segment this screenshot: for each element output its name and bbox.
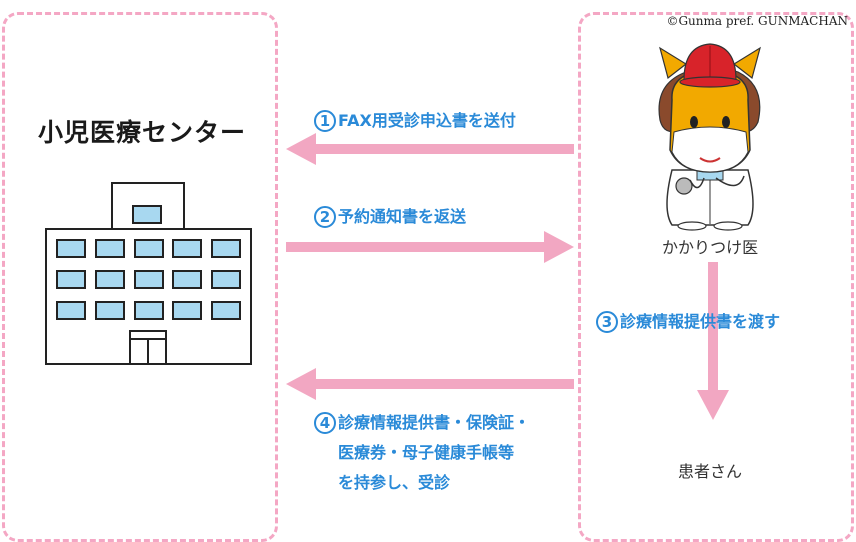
- gunmachan-doctor-icon: [658, 43, 761, 231]
- hospital-title: 小児医療センター: [38, 118, 247, 147]
- step4-line-1: 診療情報提供書・保険証・: [338, 413, 531, 432]
- step4-line-2: 医療券・母子健康手帳等: [338, 443, 515, 462]
- step3-number: 3: [596, 311, 618, 333]
- arrow-step3-down: [697, 262, 729, 420]
- doctor-label: かかりつけ医: [662, 238, 759, 257]
- step4-line3-wrap: を持参し、受診: [338, 472, 450, 498]
- diagram-graphics: [45, 43, 761, 420]
- copyright-note: ©Gunma pref. GUNMACHAN: [666, 14, 848, 28]
- step2-number: 2: [314, 206, 336, 228]
- step3-text: 診療情報提供書を渡す: [620, 312, 781, 331]
- step2-text: 予約通知書を返送: [338, 207, 467, 226]
- arrow-step1-left: [286, 133, 574, 165]
- step2-label: 2 予約通知書を返送: [314, 206, 466, 232]
- step1-label: 1 FAX用受診申込書を送付: [314, 110, 516, 136]
- step4-line2-wrap: 医療券・母子健康手帳等: [338, 442, 514, 468]
- step4-line-3: を持参し、受診: [338, 473, 451, 492]
- step1-number: 1: [314, 110, 336, 132]
- step3-label: 3 診療情報提供書を渡す: [596, 311, 780, 337]
- step4-number: 4: [314, 412, 336, 434]
- step4-label: 4 診療情報提供書・保険証・: [314, 412, 530, 438]
- step1-text: FAX用受診申込書を送付: [338, 111, 516, 130]
- patient-label: 患者さん: [678, 462, 743, 481]
- hospital-building-icon: [45, 182, 252, 365]
- arrow-step2-right: [286, 231, 574, 263]
- arrow-step4-left: [286, 368, 574, 400]
